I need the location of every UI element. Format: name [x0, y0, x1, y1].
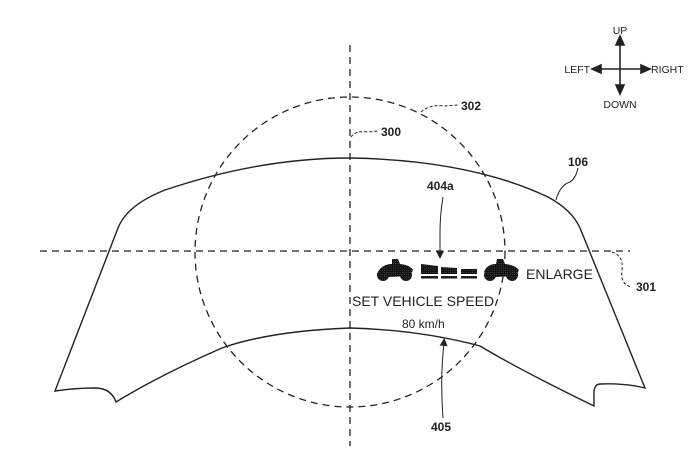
leader-300	[350, 130, 379, 138]
compass-down-label: DOWN	[603, 99, 636, 111]
compass-left-label: LEFT	[564, 64, 590, 76]
ref-label-106: 106	[568, 155, 588, 169]
windshield-outline	[53, 157, 647, 408]
leader-301	[611, 251, 633, 288]
leader-404a	[436, 196, 444, 259]
ref-label-405: 405	[431, 420, 451, 434]
leader-302	[420, 104, 459, 113]
direction-compass	[590, 34, 652, 96]
speed-value-text: 80 km/h	[402, 317, 445, 331]
ref-label-302: 302	[461, 99, 481, 113]
distance-bar-icon	[441, 267, 457, 279]
leader-106	[555, 167, 579, 201]
motorcycle-icon	[484, 259, 519, 281]
ref-label-301: 301	[636, 280, 656, 294]
distance-bar-icon	[461, 269, 477, 279]
ref-label-404a: 404a	[427, 179, 454, 193]
leader-405	[439, 338, 448, 419]
distance-bar-icon	[421, 264, 438, 279]
motorcycle-icon	[377, 259, 413, 281]
speed-title-text: SET VEHICLE SPEED	[352, 293, 494, 309]
compass-up-label: UP	[613, 25, 628, 37]
enlarge-text: ENLARGE	[526, 266, 593, 282]
ref-label-300: 300	[381, 125, 401, 139]
compass-right-label: RIGHT	[651, 64, 684, 76]
